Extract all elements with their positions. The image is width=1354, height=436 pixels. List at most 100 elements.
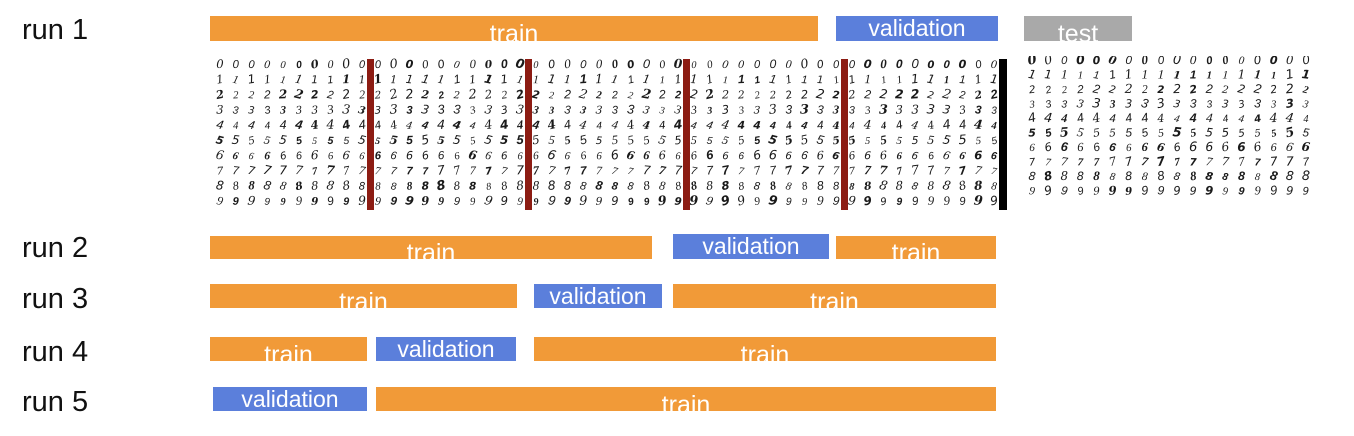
digit-3: 3 <box>248 105 255 117</box>
digit-5: 5 <box>799 132 810 147</box>
test-digit-4: 4 <box>1043 111 1053 127</box>
digit-9: 9 <box>438 195 445 208</box>
digit-7: 7 <box>642 162 651 178</box>
test-digit-7: 7 <box>1237 154 1246 169</box>
digit-0: 0 <box>533 60 538 71</box>
digit-3: 3 <box>642 104 652 117</box>
test-digit-0: 0 <box>1026 56 1038 69</box>
digit-1: 1 <box>627 74 636 87</box>
digit-8: 8 <box>310 178 318 193</box>
test-digit-9: 9 <box>1076 185 1085 198</box>
bar-label: train <box>489 20 539 42</box>
test-digit-8: 8 <box>1172 170 1181 183</box>
test-digit-7: 7 <box>1028 157 1036 169</box>
digit-7: 7 <box>674 162 683 177</box>
digit-3: 3 <box>500 103 509 117</box>
digit-5: 5 <box>295 135 303 148</box>
test-digit-7: 7 <box>1155 154 1166 169</box>
test-digit-0: 0 <box>1238 56 1245 67</box>
digit-1: 1 <box>311 73 318 86</box>
digit-0: 0 <box>232 59 239 71</box>
digit-0: 0 <box>327 58 334 71</box>
digit-6: 6 <box>215 147 226 163</box>
test-digit-1: 1 <box>1254 67 1262 82</box>
test-digit-7: 7 <box>1123 154 1134 170</box>
digit-5: 5 <box>278 133 288 148</box>
digit-0: 0 <box>911 56 919 71</box>
digit-5: 5 <box>531 132 541 147</box>
digit-8: 8 <box>974 178 984 193</box>
digit-0: 0 <box>500 57 509 72</box>
digit-5: 5 <box>516 132 524 147</box>
digit-3: 3 <box>437 101 446 117</box>
digit-5: 5 <box>990 135 999 147</box>
digit-5: 5 <box>958 133 967 149</box>
digit-2: 2 <box>640 87 652 104</box>
digit-1: 1 <box>294 72 304 87</box>
digit-3: 3 <box>926 102 935 118</box>
fold-boundary-marker <box>841 59 848 210</box>
digit-0: 0 <box>389 56 399 71</box>
digit-2: 2 <box>341 86 351 102</box>
digit-3: 3 <box>911 103 919 117</box>
digit-4: 4 <box>215 117 225 132</box>
test-digit-7: 7 <box>1174 156 1182 169</box>
digit-9: 9 <box>753 195 761 208</box>
digit-6: 6 <box>328 151 335 162</box>
digit-5: 5 <box>483 132 494 147</box>
digit-7: 7 <box>247 164 257 178</box>
bar-label: validation <box>868 16 966 41</box>
bar-label: validation <box>702 234 800 259</box>
digit-3: 3 <box>325 102 334 117</box>
digit-4: 4 <box>388 118 399 133</box>
digit-5: 5 <box>611 133 619 148</box>
digit-5: 5 <box>657 132 668 147</box>
digit-9: 9 <box>767 193 778 209</box>
digit-8: 8 <box>927 179 935 192</box>
test-digit-0: 0 <box>1092 56 1101 67</box>
test-digit-3: 3 <box>1028 99 1035 110</box>
digit-7: 7 <box>706 163 715 178</box>
digit-5: 5 <box>215 133 226 148</box>
test-digit-5: 5 <box>1205 125 1214 140</box>
bar-label: train <box>406 239 456 260</box>
test-digit-6: 6 <box>1285 139 1295 154</box>
digit-6: 6 <box>406 149 413 162</box>
digit-2: 2 <box>910 86 920 101</box>
digit-9: 9 <box>563 193 572 208</box>
digit-5: 5 <box>767 132 779 148</box>
digit-0: 0 <box>359 59 366 71</box>
digit-6: 6 <box>295 150 302 163</box>
digit-2: 2 <box>973 89 984 102</box>
digit-7: 7 <box>596 164 603 177</box>
digit-0: 0 <box>799 56 810 72</box>
digit-4: 4 <box>736 119 745 132</box>
digit-6: 6 <box>625 147 636 163</box>
test-digit-4: 4 <box>1026 109 1037 125</box>
digit-8: 8 <box>564 179 572 193</box>
test-digit-5: 5 <box>1238 127 1246 140</box>
digit-1: 1 <box>579 71 587 86</box>
digit-2: 2 <box>768 89 777 102</box>
test-digit-6: 6 <box>1141 140 1149 154</box>
digit-7: 7 <box>311 166 319 178</box>
digit-1: 1 <box>926 72 936 87</box>
test-digit-9: 9 <box>1222 185 1230 198</box>
digit-7: 7 <box>958 164 969 178</box>
test-digit-3: 3 <box>1109 98 1116 110</box>
digit-7: 7 <box>279 163 287 177</box>
test-digit-5: 5 <box>1172 125 1182 141</box>
digit-8: 8 <box>910 181 919 193</box>
digit-7: 7 <box>452 163 463 179</box>
digit-4: 4 <box>719 117 731 133</box>
test-digit-1: 1 <box>1142 67 1148 81</box>
digit-8: 8 <box>359 181 366 193</box>
digit-0: 0 <box>596 57 603 71</box>
test-digit-1: 1 <box>1108 68 1118 82</box>
test-digit-4: 4 <box>1090 109 1102 125</box>
digit-1: 1 <box>722 75 728 86</box>
digit-6: 6 <box>705 146 716 162</box>
test-digit-6: 6 <box>1092 140 1102 154</box>
digit-7: 7 <box>738 165 746 178</box>
digit-6: 6 <box>533 150 540 162</box>
